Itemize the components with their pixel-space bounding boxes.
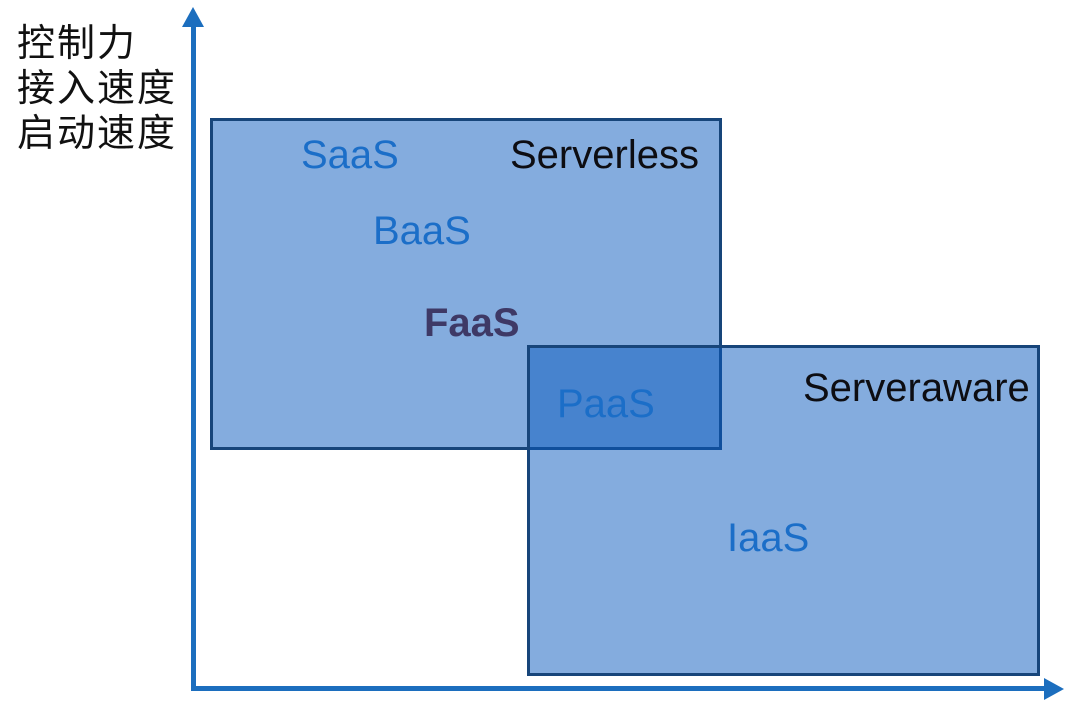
y-axis-caption-line-access-speed: 接入速度 [17,68,178,110]
x-axis-arrow-right-icon [1044,678,1064,700]
y-axis-arrow-up-icon [182,7,204,27]
label-paas: PaaS [557,382,655,426]
x-axis-line [191,686,1046,691]
label-iaas: IaaS [727,516,810,560]
y-axis-caption: 控制力 接入速度 启动速度 [17,22,177,157]
serveraware-region-box [527,345,1040,676]
label-saas: SaaS [301,133,399,177]
label-faas: FaaS [424,301,520,345]
y-axis-caption-line-startup-speed: 启动速度 [17,113,178,155]
y-axis-line [191,26,196,690]
label-baas: BaaS [373,209,471,253]
y-axis-caption-line-control: 控制力 [17,23,138,65]
label-serverless: Serverless [510,133,699,177]
label-serveraware: Serveraware [803,366,1030,410]
